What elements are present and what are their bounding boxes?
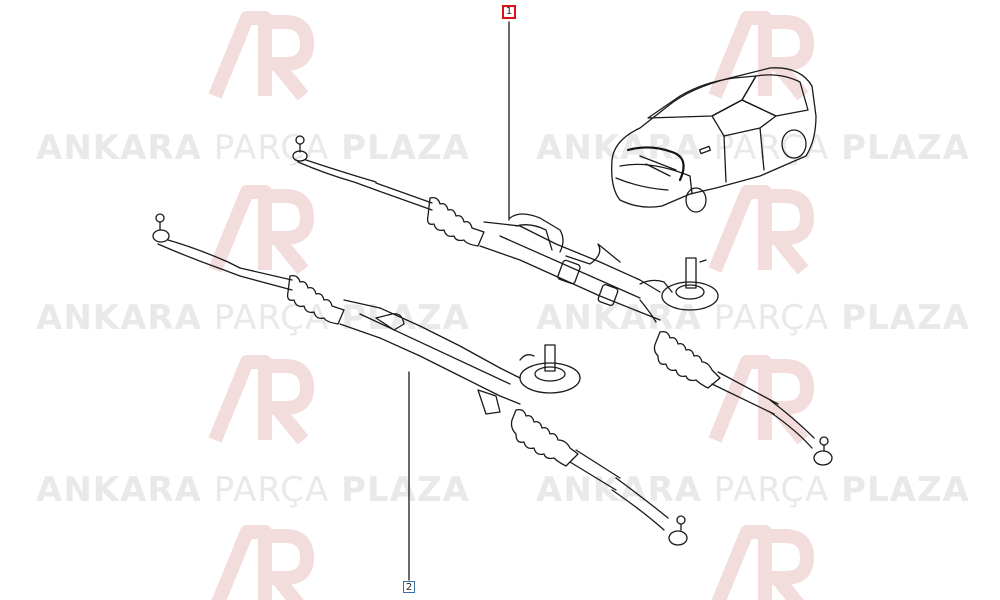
steering-rack-assembly-2	[152, 213, 688, 546]
car-location-view	[611, 67, 817, 213]
steering-rack-assembly-1	[292, 135, 833, 466]
watermark-logo	[208, 185, 314, 275]
watermark-text: ANKARA PARÇA PLAZA	[36, 470, 470, 510]
watermark-text: ANKARA PARÇA PLAZA	[536, 298, 970, 338]
watermark-text: ANKARA PARÇA PLAZA	[536, 470, 970, 510]
watermark-logo	[708, 185, 814, 275]
watermark-text: ANKARA PARÇA PLAZA	[36, 128, 470, 168]
watermark-logo	[208, 11, 314, 101]
watermark-logo	[211, 525, 314, 600]
part-callout-2[interactable]: 2	[403, 581, 415, 593]
part-callout-1[interactable]: 1	[502, 5, 516, 19]
watermark-logo	[708, 11, 814, 101]
watermark-logo	[208, 355, 314, 445]
watermark-text: ANKARA PARÇA PLAZA	[536, 128, 970, 168]
watermark-logo	[711, 525, 814, 600]
